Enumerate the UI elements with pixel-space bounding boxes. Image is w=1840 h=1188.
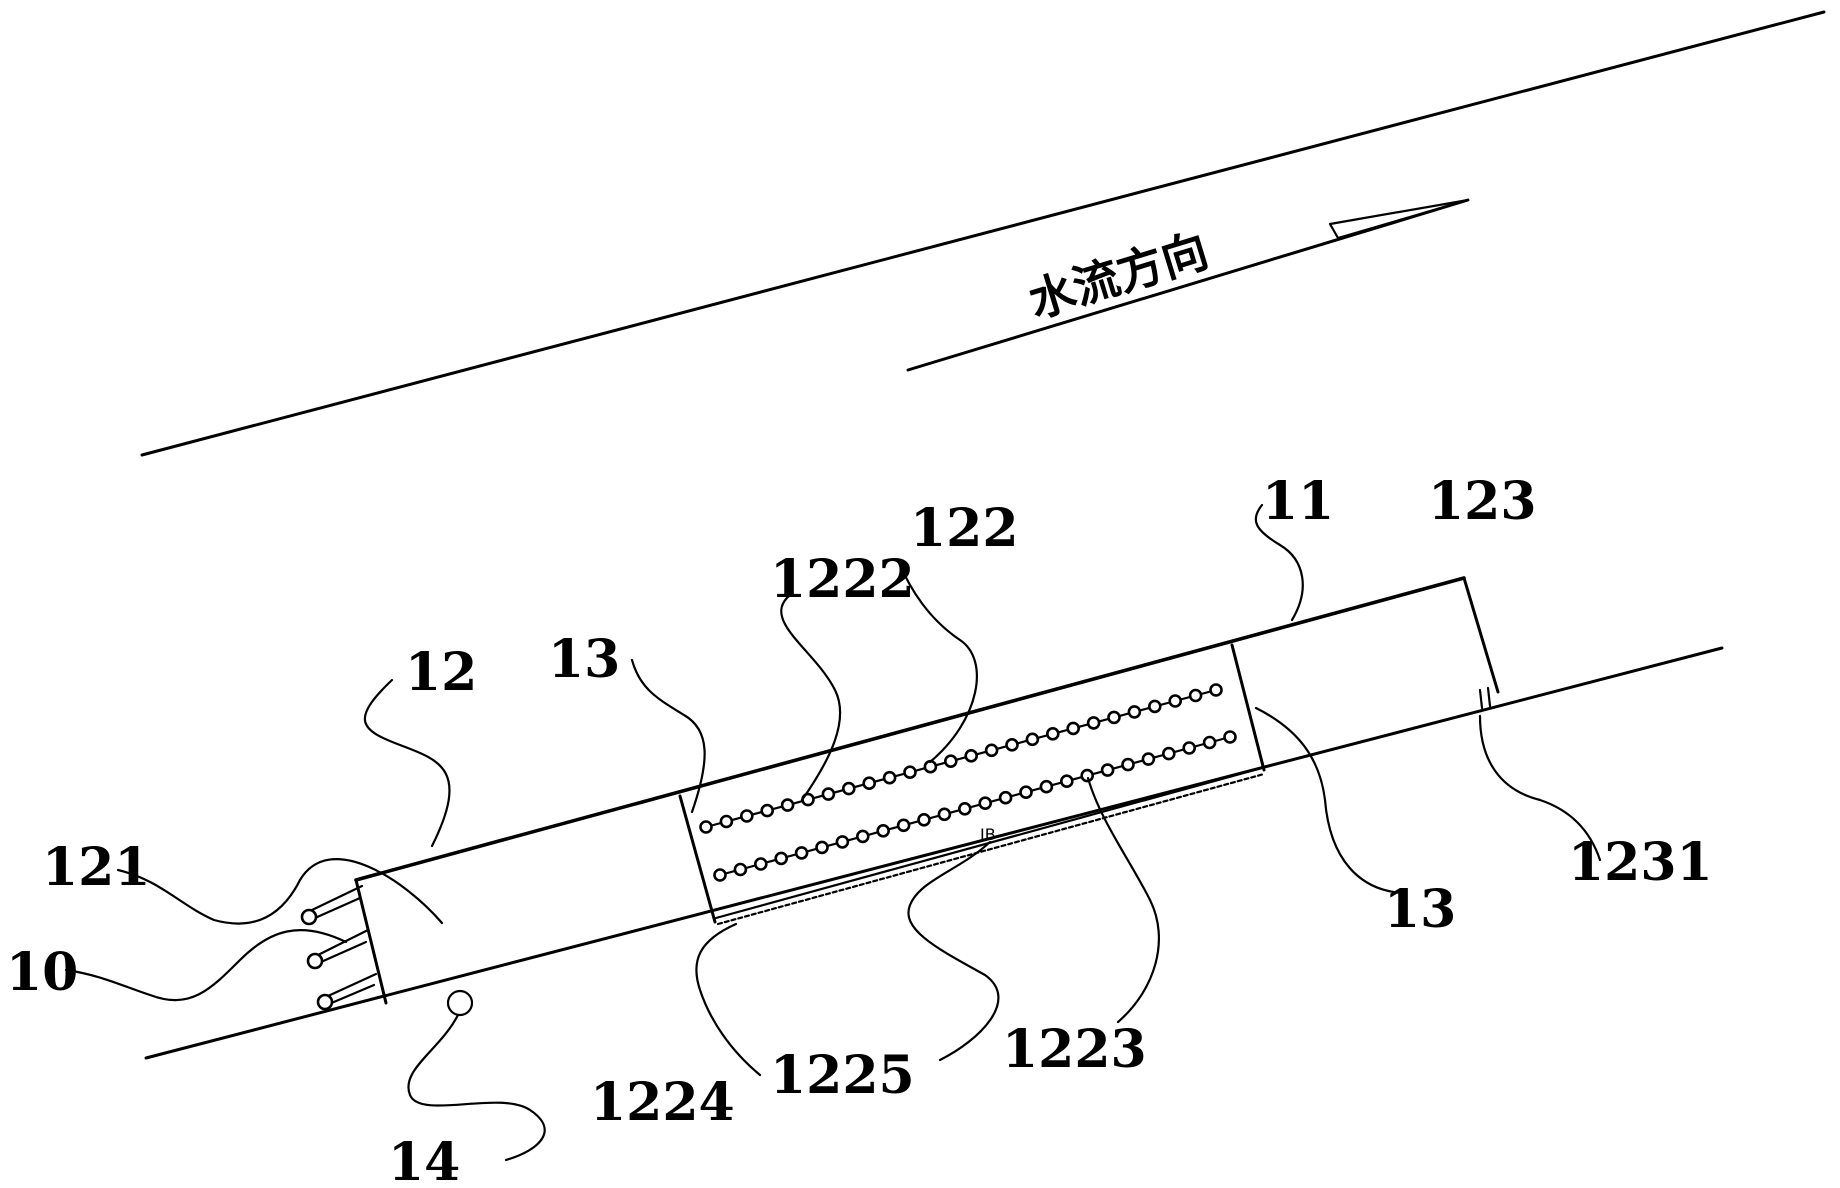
lower-row-hole <box>1060 774 1074 789</box>
lower-row-hole <box>1080 768 1094 783</box>
upper-row-hole <box>903 765 917 780</box>
label-1225: 1225 <box>770 1045 915 1106</box>
upper-row-hole <box>841 781 856 796</box>
label-11: 11 <box>1262 471 1334 532</box>
perforated-row-upper <box>699 683 1223 834</box>
label-1224: 1224 <box>590 1072 735 1133</box>
lower-row-hole <box>794 846 809 860</box>
upper-row-hole <box>1168 694 1182 708</box>
upper-row-hole <box>719 814 734 829</box>
upper-row-hole <box>1127 705 1142 719</box>
upper-row-hole <box>943 754 958 769</box>
upper-row-hole <box>1066 721 1080 736</box>
label-1222: 1222 <box>770 549 915 610</box>
upper-row-hole <box>1025 732 1040 747</box>
label-122: 122 <box>910 498 1019 559</box>
upper-row-hole <box>862 776 877 791</box>
upper-row-hole <box>1107 710 1121 725</box>
lower-row-hole <box>733 862 748 877</box>
lower-row-hole <box>978 796 993 811</box>
lower-row-hole <box>1100 763 1115 777</box>
lower-row-hole <box>896 818 911 833</box>
label-1231: 1231 <box>1568 832 1713 893</box>
label-13-right: 13 <box>1384 879 1456 940</box>
lower-row-hole <box>835 835 850 849</box>
upper-row-hole <box>1086 716 1101 730</box>
upper-row-hole <box>1046 726 1060 741</box>
upper-row-hole <box>699 820 713 834</box>
inlet-pipes <box>300 884 378 1011</box>
lower-row-hole <box>1202 735 1217 750</box>
label-12: 12 <box>405 642 477 703</box>
upper-row-hole <box>1209 683 1223 697</box>
partition-wall-right <box>1230 643 1266 772</box>
label-121: 121 <box>42 837 151 898</box>
flow-direction-arrow <box>906 198 1470 372</box>
lower-row-hole <box>713 868 727 882</box>
upper-row-hole <box>780 798 795 812</box>
partition-wall-left <box>678 794 717 924</box>
lower-row-hole <box>815 840 829 855</box>
lower-row-hole <box>937 807 952 822</box>
lower-row-hole <box>1039 779 1054 794</box>
label-1223: 1223 <box>1002 1019 1147 1080</box>
upper-channel-line <box>140 10 1826 457</box>
lower-row-hole <box>753 857 768 871</box>
small-mark: IB <box>980 825 996 844</box>
lower-row-hole <box>957 801 972 816</box>
lower-row-hole <box>774 851 789 866</box>
upper-row-hole <box>1188 688 1203 703</box>
upper-row-hole <box>1148 699 1162 714</box>
lower-row-hole <box>1182 741 1196 755</box>
lower-row-hole <box>1019 785 1033 800</box>
lower-row-hole <box>1223 730 1237 744</box>
label-13-left: 13 <box>548 629 620 690</box>
label-10: 10 <box>6 942 78 1003</box>
lower-row-hole <box>1141 752 1156 766</box>
upper-row-hole <box>1005 737 1019 752</box>
lower-row-hole <box>917 812 931 827</box>
lower-row-hole <box>998 790 1013 805</box>
perforated-row-lower <box>713 730 1237 882</box>
outlet-marker <box>1478 686 1492 710</box>
lower-channel-bed <box>144 646 1724 1060</box>
lower-row-hole <box>1121 757 1135 772</box>
lower-row-hole <box>1162 746 1176 761</box>
upper-row-hole <box>760 803 775 818</box>
upper-row-hole <box>882 770 897 785</box>
lower-row-hole <box>876 823 891 838</box>
lower-row-hole <box>855 829 870 844</box>
label-123: 123 <box>1428 471 1537 532</box>
upper-row-hole <box>739 809 754 823</box>
flow-direction-caption: 水流方向 <box>1022 223 1214 328</box>
upper-row-hole <box>964 748 979 763</box>
upper-row-hole <box>821 787 836 801</box>
label-14: 14 <box>388 1132 460 1188</box>
leader-lines <box>64 503 1602 1162</box>
bed-circle <box>446 989 474 1017</box>
upper-row-hole <box>984 743 999 758</box>
